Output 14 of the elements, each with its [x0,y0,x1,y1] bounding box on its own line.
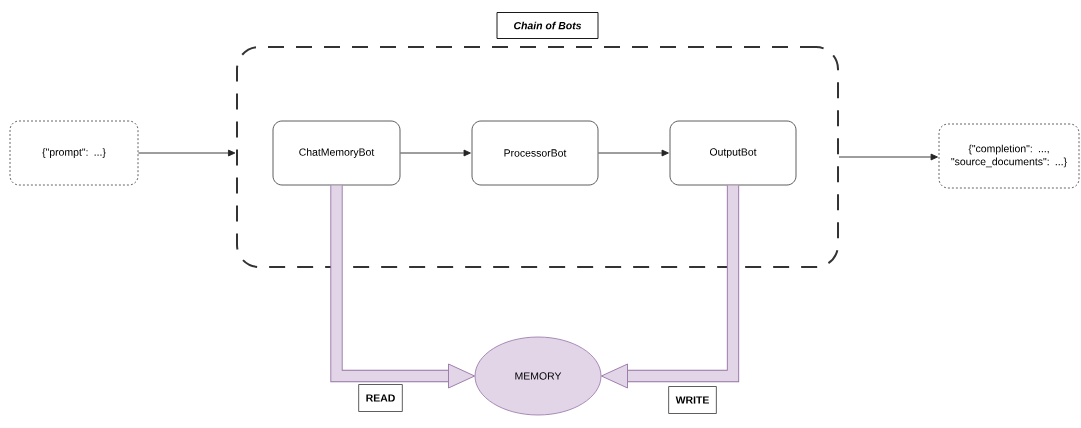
container-title: Chain of Bots [496,12,599,39]
data-box: {"prompt": ...} [9,120,139,186]
bot-box: ChatMemoryBot [272,120,401,186]
block-arrow [330,185,476,389]
arrow [598,149,669,157]
arrow [838,153,938,161]
block-arrow [600,185,740,389]
edge-label: READ [358,384,403,412]
arrow [137,149,236,157]
bot-box: OutputBot [669,120,797,186]
arrow [400,149,471,157]
edge-label: WRITE [668,386,717,414]
bot-box: ProcessorBot [471,120,599,186]
data-box: {"completion": ..., "source_documents": ...} [938,123,1080,189]
